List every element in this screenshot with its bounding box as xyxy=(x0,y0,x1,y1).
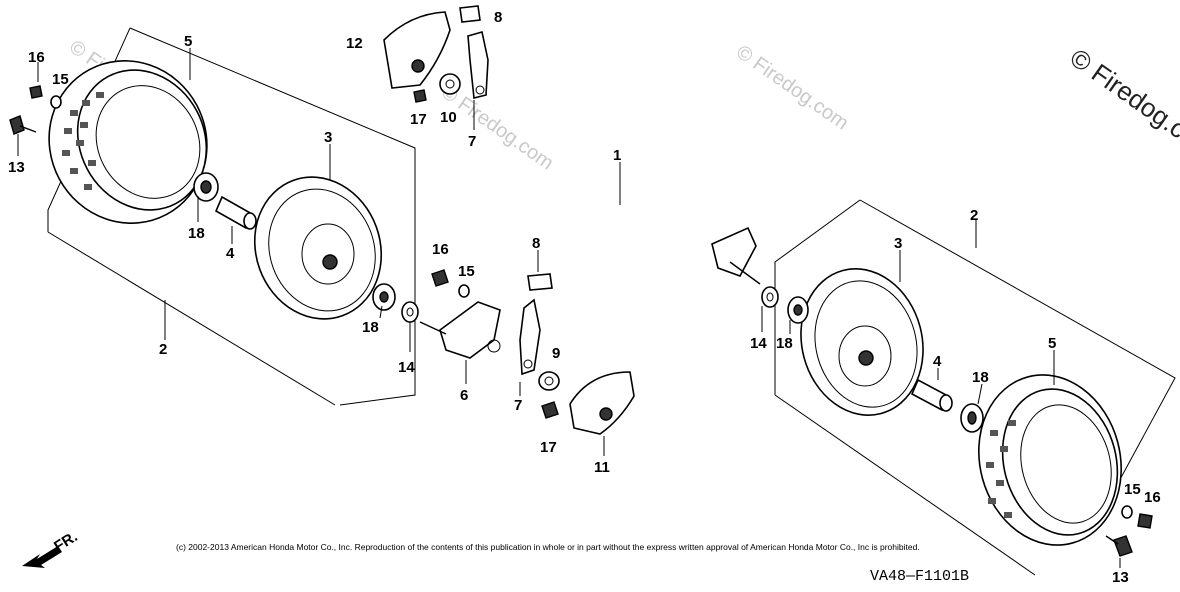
axle-rod xyxy=(489,110,761,285)
callout-18-left: 18 xyxy=(188,225,205,242)
watermark-1: © Firedog.com xyxy=(437,81,557,174)
mid-clip-8 xyxy=(527,273,553,291)
callout-17-top: 17 xyxy=(410,111,427,128)
right-bearing-18 xyxy=(787,296,809,324)
mid-bolt-16 xyxy=(431,269,449,287)
callout-9: 9 xyxy=(552,345,560,362)
top-lever-plate-12 xyxy=(383,11,451,89)
right-spacer-4 xyxy=(910,378,953,412)
callout-18-left2: 18 xyxy=(362,319,379,336)
callout-14-right: 14 xyxy=(750,335,767,352)
left-washer-15 xyxy=(50,95,62,109)
top-clip-8 xyxy=(459,5,481,23)
top-bushing-10 xyxy=(439,73,461,95)
top-bolt-17 xyxy=(413,89,427,103)
left-tire xyxy=(48,60,208,224)
right-washer-15 xyxy=(1121,505,1133,519)
watermark-2: © Firedog.com xyxy=(732,41,852,134)
callout-14-left: 14 xyxy=(398,359,415,376)
callout-2-left: 2 xyxy=(159,341,167,358)
leader-lines xyxy=(17,48,1121,568)
callout-12: 12 xyxy=(346,35,363,52)
left-bearing-18b xyxy=(372,283,396,311)
right-washer-14 xyxy=(761,286,779,308)
mid-bracket-6 xyxy=(419,301,501,359)
callout-5-right: 5 xyxy=(1048,335,1056,352)
callout-labels: 1 2 2 3 3 4 4 5 5 6 7 7 8 8 9 10 11 12 1… xyxy=(8,9,1161,586)
callout-2-right: 2 xyxy=(970,207,978,224)
copyright-text: (c) 2002-2013 American Honda Motor Co., … xyxy=(176,542,920,552)
callout-8-mid: 8 xyxy=(532,235,540,252)
right-bearing-18b xyxy=(960,403,984,433)
mid-bolt-17 xyxy=(541,401,559,419)
callout-4-left: 4 xyxy=(226,245,235,262)
callout-10: 10 xyxy=(440,109,457,126)
callout-11: 11 xyxy=(594,459,610,476)
watermark-main: © Firedog.com xyxy=(1065,42,1180,165)
callout-18-right: 18 xyxy=(776,335,793,352)
mid-plate-11 xyxy=(569,371,635,435)
left-bolt-16 xyxy=(29,85,43,99)
callout-15-mid: 15 xyxy=(458,263,475,280)
left-washer-14 xyxy=(401,301,419,323)
mid-link-7 xyxy=(519,298,541,376)
left-spacer-4 xyxy=(214,195,257,230)
callout-8-top: 8 xyxy=(494,9,502,26)
left-rim xyxy=(253,176,383,320)
front-direction-arrow: FR. xyxy=(22,528,81,568)
callout-3-left: 3 xyxy=(324,129,332,146)
callout-15-right: 15 xyxy=(1124,481,1141,498)
callout-7-mid: 7 xyxy=(514,397,522,414)
right-bolt-16 xyxy=(1137,513,1153,529)
callout-1: 1 xyxy=(613,147,621,164)
callout-4-right: 4 xyxy=(933,353,942,370)
callout-15-left: 15 xyxy=(52,71,69,88)
mid-washer-15 xyxy=(458,284,470,298)
left-bolt-13 xyxy=(9,115,37,135)
mid-bushing-9 xyxy=(538,371,560,391)
right-bolt-13 xyxy=(1105,535,1133,557)
callout-7-top: 7 xyxy=(468,133,476,150)
callout-13-right: 13 xyxy=(1112,569,1129,586)
diagram-code: VA48—F1101B xyxy=(870,568,969,585)
callout-16-left: 16 xyxy=(28,49,45,66)
top-link-7 xyxy=(467,30,489,99)
right-tire xyxy=(978,374,1122,546)
left-bearing-18 xyxy=(193,172,219,202)
callout-17-mid: 17 xyxy=(540,439,557,456)
callout-18-right2: 18 xyxy=(972,369,989,386)
callout-16-right: 16 xyxy=(1144,489,1161,506)
right-rim xyxy=(800,268,924,416)
callout-6: 6 xyxy=(460,387,468,404)
callout-5-left: 5 xyxy=(184,33,192,50)
right-assembly-outline xyxy=(774,199,1176,576)
callout-16-mid: 16 xyxy=(432,241,449,258)
callout-13-left: 13 xyxy=(8,159,25,176)
callout-3-right: 3 xyxy=(894,235,902,252)
